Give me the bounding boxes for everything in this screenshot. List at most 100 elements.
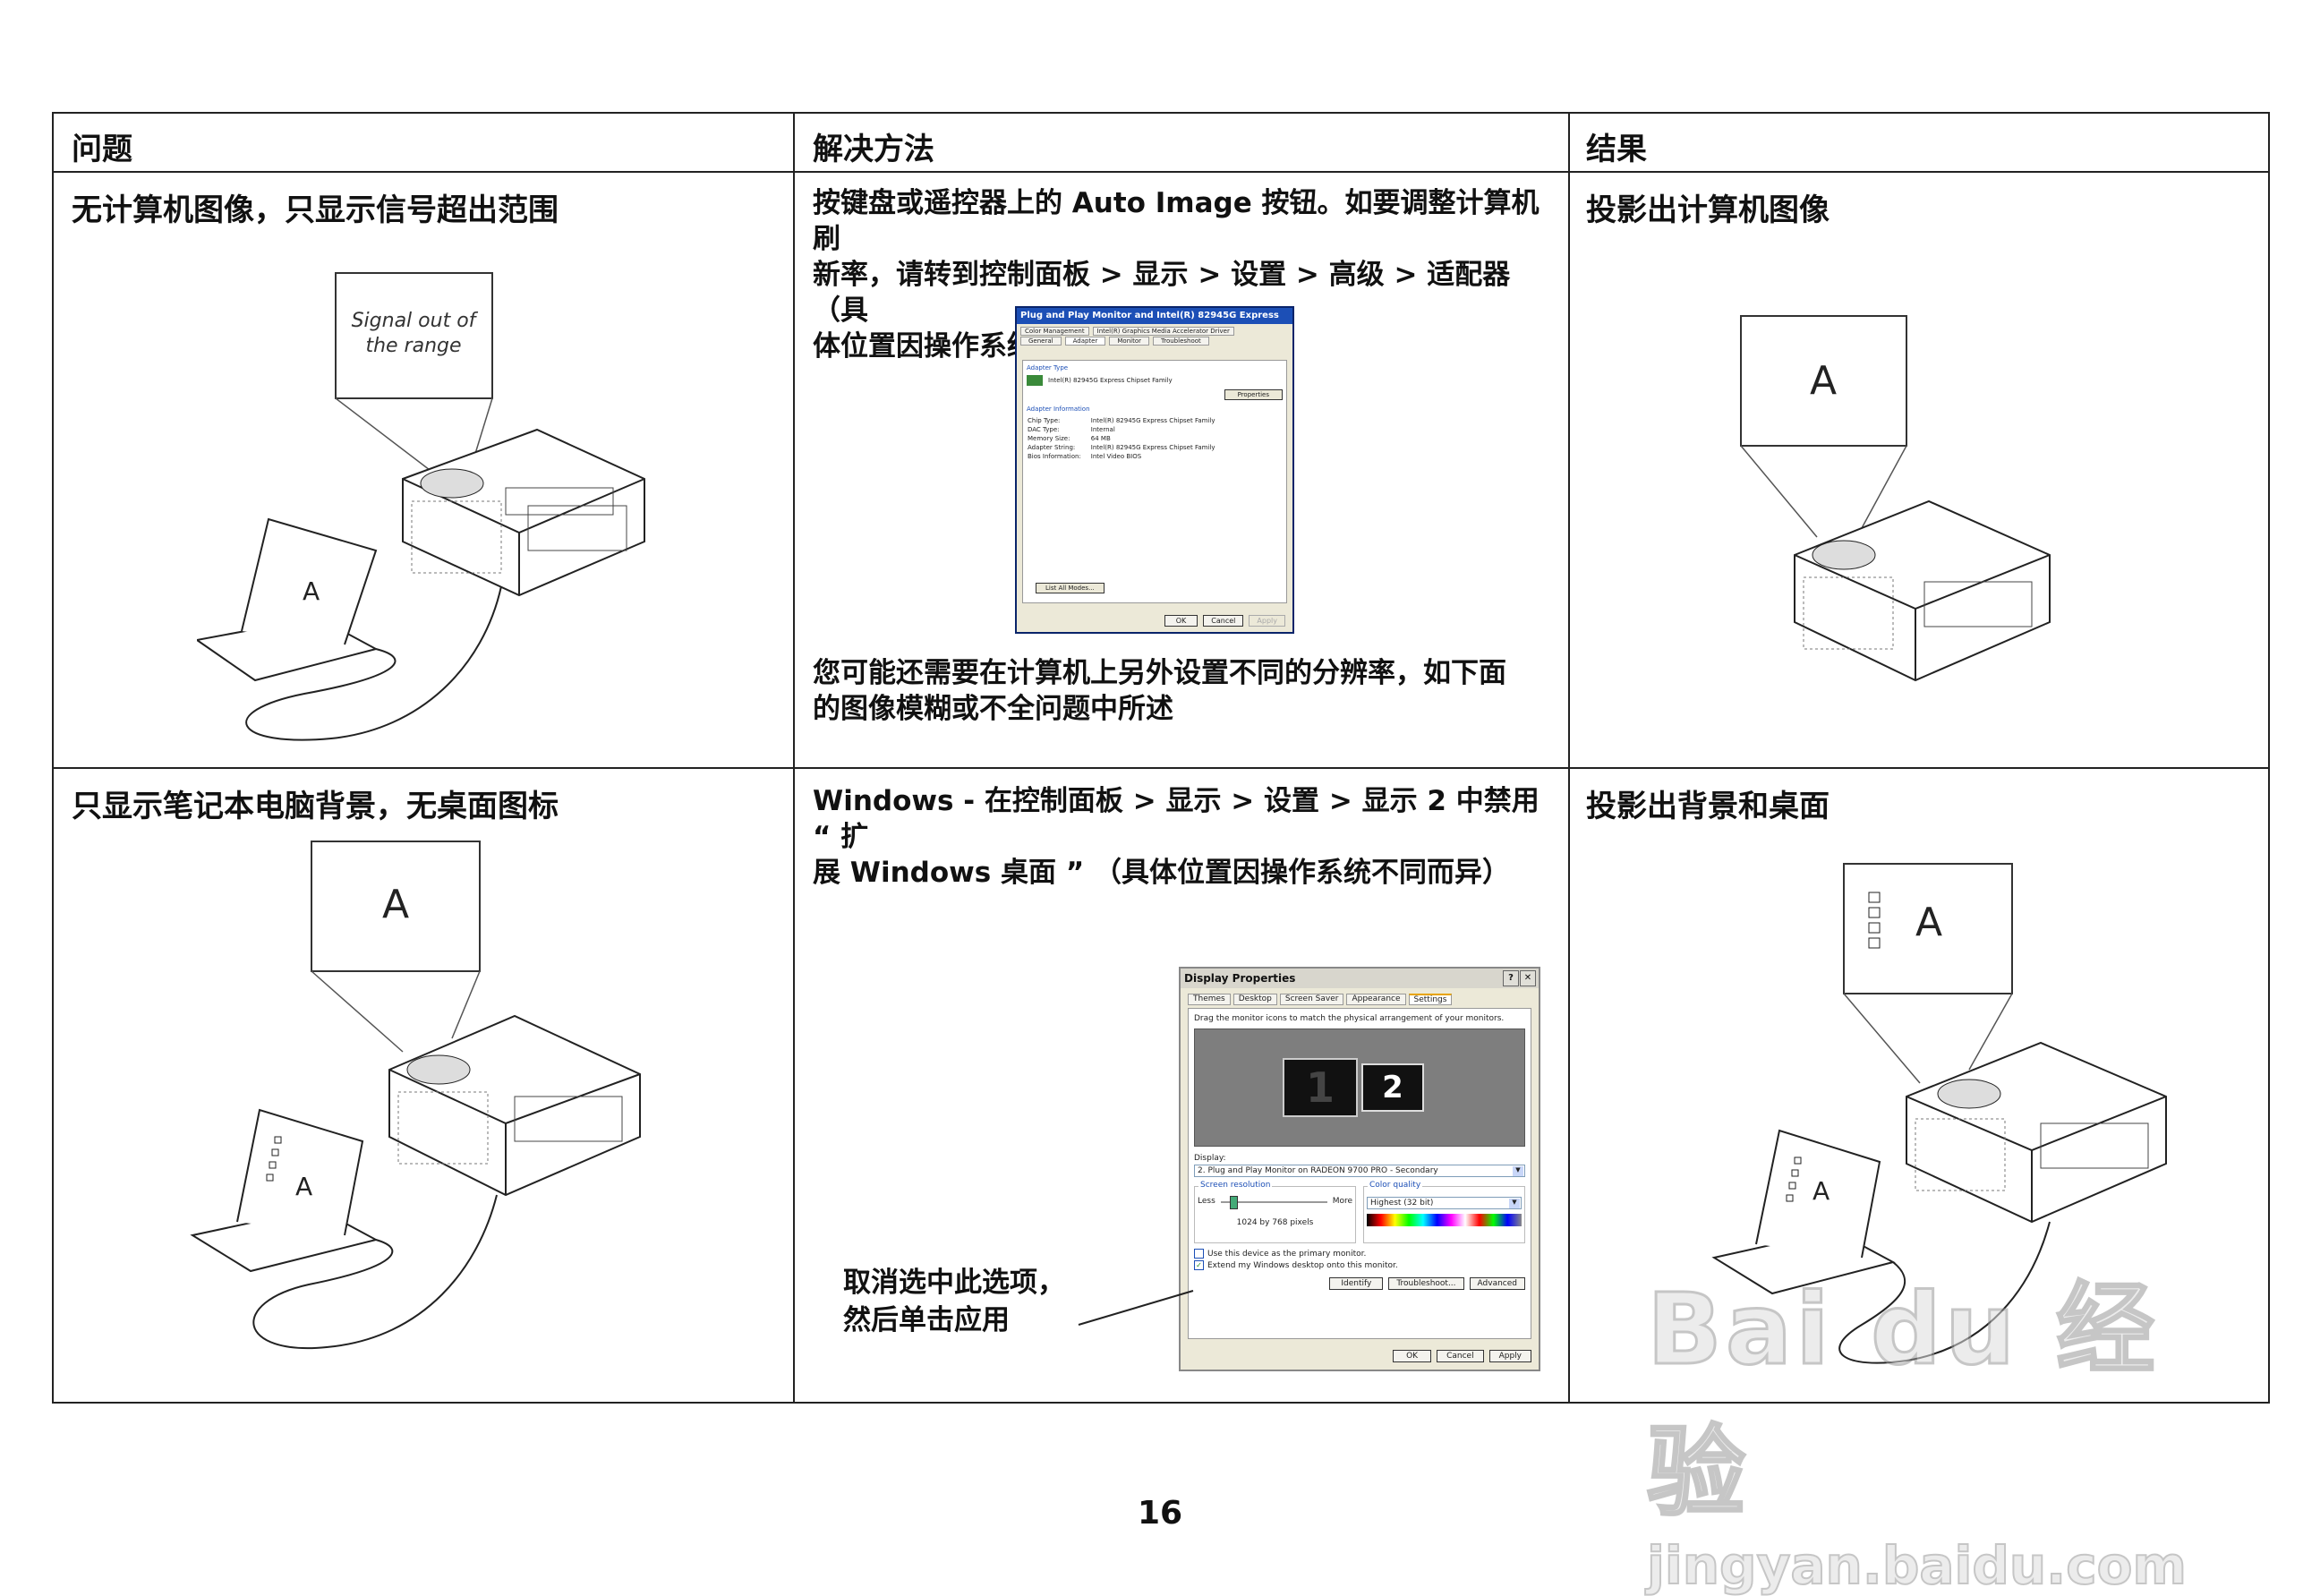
- background-and-desktop-result-illustration: A A: [1711, 863, 2167, 1364]
- primary-monitor-option: Use this device as the primary monitor.: [1194, 1249, 1525, 1259]
- laptop-letter: A: [303, 576, 320, 606]
- chevron-down-icon[interactable]: ▼: [1513, 1166, 1523, 1176]
- column-divider: [793, 114, 795, 1402]
- projected-screen: [311, 841, 481, 972]
- identify-button[interactable]: Identify: [1329, 1277, 1384, 1290]
- solution-line: 您可能还需要在计算机上另外设置不同的分辨率，如下面: [813, 657, 1506, 689]
- solution-line: 展 Windows 桌面 ” （具体位置因操作系统不同而异）: [813, 857, 1511, 889]
- callout-line: 取消选中此选项，: [843, 1267, 1065, 1299]
- page-number: 16: [1137, 1495, 1183, 1532]
- header-result: 结果: [1586, 132, 1647, 167]
- solution-line: 的图像模糊或不全问题中所述: [813, 693, 1173, 725]
- properties-button[interactable]: Properties: [1224, 389, 1283, 400]
- info-value: 64 MB: [1090, 435, 1111, 442]
- info-value: Intel Video BIOS: [1090, 453, 1142, 460]
- baidu-watermark: Bai du 经验 jingyan.baidu.com: [1646, 1249, 2202, 1596]
- tab-settings[interactable]: Settings: [1408, 994, 1453, 1005]
- tab-themes[interactable]: Themes: [1188, 994, 1231, 1005]
- display-select[interactable]: 2. Plug and Play Monitor on RADEON 9700 …: [1194, 1165, 1525, 1177]
- advanced-button[interactable]: Advanced: [1469, 1277, 1525, 1290]
- solution-line: 按键盘或遥控器上的 Auto Image 按钮。如要调整计算机刷: [813, 187, 1540, 255]
- tab-desktop[interactable]: Desktop: [1232, 994, 1277, 1005]
- adapter-name: Intel(R) 82945G Express Chipset Family: [1048, 377, 1173, 384]
- apply-button[interactable]: Apply: [1249, 615, 1285, 627]
- info-value: Intel(R) 82945G Express Chipset Family: [1090, 444, 1215, 451]
- projected-screen: [1740, 315, 1907, 447]
- arrange-instruction: Drag the monitor icons to match the phys…: [1194, 1014, 1505, 1023]
- monitor-1-icon[interactable]: 1: [1283, 1058, 1358, 1117]
- tab-monitor[interactable]: Monitor: [1109, 337, 1149, 346]
- row2-problem: 只显示笔记本电脑背景，无桌面图标: [72, 789, 559, 824]
- watermark-brand: Bai du 经验: [1646, 1271, 2159, 1532]
- slider-row: Less More: [1198, 1196, 1352, 1209]
- monitor-arrangement-area: 1 2: [1194, 1028, 1525, 1147]
- ok-button[interactable]: OK: [1393, 1350, 1432, 1362]
- color-quality-value: Highest (32 bit): [1370, 1199, 1434, 1208]
- extend-desktop-checkbox[interactable]: ✓: [1194, 1260, 1204, 1270]
- cancel-button[interactable]: Cancel: [1203, 615, 1244, 627]
- extend-desktop-label: Extend my Windows desktop onto this moni…: [1207, 1260, 1398, 1270]
- settings-tab-panel: Drag the monitor icons to match the phys…: [1188, 1008, 1531, 1339]
- background-only-illustration: A A: [190, 841, 641, 1350]
- computer-image-result-illustration: A: [1740, 315, 2051, 682]
- cable: [252, 1194, 498, 1350]
- ok-button[interactable]: OK: [1164, 615, 1198, 627]
- display-label: Display:: [1194, 1154, 1226, 1163]
- cable: [1838, 1221, 2051, 1364]
- info-value: Internal: [1090, 426, 1115, 433]
- cable: [245, 585, 502, 741]
- info-key: Adapter String:: [1028, 444, 1076, 451]
- color-quality-select[interactable]: Highest (32 bit) ▼: [1367, 1197, 1522, 1209]
- dialog-title: Display Properties: [1184, 972, 1296, 985]
- watermark-url: jingyan.baidu.com: [1646, 1534, 2188, 1596]
- display-properties-dialog: Display Properties ? ✕ Themes Desktop Sc…: [1179, 967, 1540, 1371]
- chevron-down-icon[interactable]: ▼: [1509, 1199, 1520, 1208]
- adapter-properties-dialog: Plug and Play Monitor and Intel(R) 82945…: [1015, 306, 1294, 634]
- troubleshoot-button[interactable]: Troubleshoot...: [1388, 1277, 1464, 1290]
- row2-result: 投影出背景和桌面: [1586, 789, 1830, 824]
- tab-color-management[interactable]: Color Management: [1020, 327, 1089, 336]
- tab-screen-saver[interactable]: Screen Saver: [1279, 994, 1344, 1005]
- help-icon[interactable]: ?: [1503, 970, 1519, 986]
- color-quality-label: Color quality: [1368, 1181, 1423, 1190]
- screen-resolution-label: Screen resolution: [1198, 1181, 1273, 1190]
- color-quality-group: Color quality Highest (32 bit) ▼: [1363, 1181, 1525, 1243]
- tab-intel-driver[interactable]: Intel(R) Graphics Media Accelerator Driv…: [1092, 327, 1234, 336]
- callout-note: 取消选中此选项， 然后单击应用: [843, 1264, 1065, 1339]
- laptop-icon: A: [190, 1108, 379, 1273]
- slider-thumb[interactable]: [1229, 1196, 1238, 1209]
- header-problem: 问题: [72, 132, 132, 167]
- tab-adapter[interactable]: Adapter: [1064, 337, 1106, 346]
- adapter-info-label: Adapter Information: [1027, 405, 1090, 413]
- close-icon[interactable]: ✕: [1520, 970, 1536, 986]
- cancel-button[interactable]: Cancel: [1437, 1350, 1484, 1362]
- screen-letter: A: [1915, 900, 1942, 945]
- info-key: Bios Information:: [1028, 453, 1081, 460]
- dialog-buttons: OK Cancel Apply: [1393, 1350, 1531, 1362]
- resolution-slider[interactable]: [1220, 1196, 1327, 1209]
- tab-row-2: General Adapter Monitor Troubleshoot: [1017, 336, 1292, 346]
- info-key: DAC Type:: [1028, 426, 1060, 433]
- signal-text-line2: the range: [365, 335, 461, 357]
- screen-letter: A: [1810, 358, 1837, 404]
- row1-solution-extra: 您可能还需要在计算机上另外设置不同的分辨率，如下面 的图像模糊或不全问题中所述: [813, 655, 1556, 727]
- monitor-2-icon[interactable]: 2: [1361, 1063, 1424, 1112]
- list-all-modes-button[interactable]: List All Modes...: [1036, 583, 1105, 593]
- display-select-value: 2. Plug and Play Monitor on RADEON 9700 …: [1198, 1166, 1438, 1175]
- less-label: Less: [1198, 1197, 1215, 1206]
- tab-appearance[interactable]: Appearance: [1346, 994, 1406, 1005]
- projector-icon: [1794, 499, 2051, 682]
- adapter-info-table: Chip Type:Intel(R) 82945G Express Chipse…: [1027, 416, 1215, 461]
- solution-line: Windows - 在控制面板 > 显示 > 设置 > 显示 2 中禁用 “ 扩: [813, 785, 1540, 853]
- tab-troubleshoot[interactable]: Troubleshoot: [1152, 337, 1209, 346]
- projector-icon: [388, 1014, 641, 1197]
- tab-general[interactable]: General: [1020, 337, 1062, 346]
- adapter-tab-panel: Adapter Type Intel(R) 82945G Express Chi…: [1022, 360, 1287, 603]
- adapter-type-label: Adapter Type: [1027, 364, 1069, 371]
- apply-button[interactable]: Apply: [1488, 1350, 1531, 1362]
- primary-monitor-checkbox[interactable]: [1194, 1249, 1204, 1259]
- resolution-quality-row: Screen resolution Less More 1024 by 768 …: [1194, 1181, 1525, 1243]
- column-divider: [1568, 114, 1570, 1402]
- header-divider: [54, 171, 2268, 173]
- laptop-letter: A: [295, 1172, 312, 1201]
